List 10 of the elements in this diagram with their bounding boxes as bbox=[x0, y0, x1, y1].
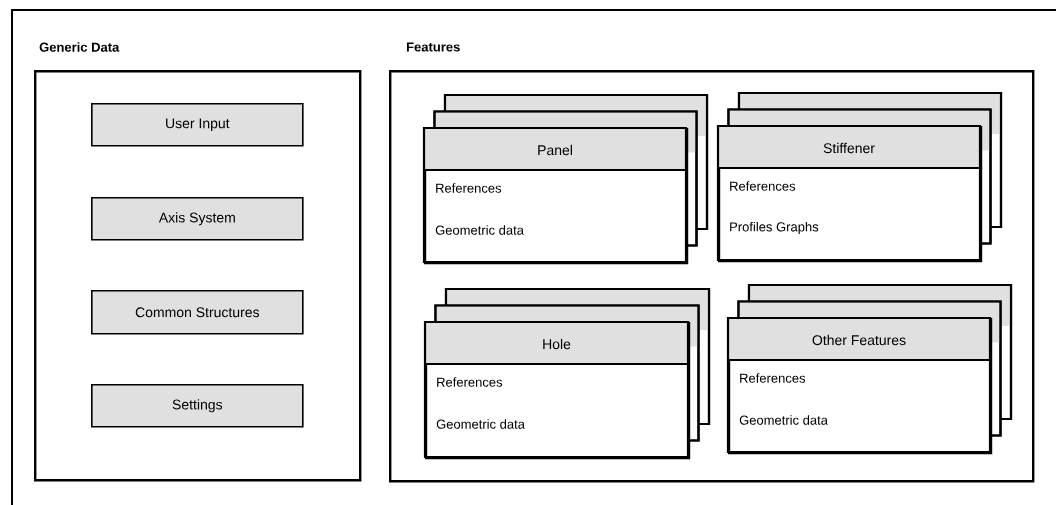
item-box: Settings bbox=[91, 384, 304, 428]
item-box: Axis System bbox=[91, 197, 304, 241]
feature-card: Panel References Geometric data bbox=[422, 126, 689, 265]
feature-card: Other Features References Geometric data bbox=[726, 316, 993, 455]
node-label: Features bbox=[406, 42, 460, 52]
node-label: Generic Data bbox=[39, 42, 120, 52]
item-box: Common Structures bbox=[91, 290, 304, 335]
item-box: User Input bbox=[91, 103, 304, 147]
feature-card: Hole References Geometric data bbox=[423, 320, 691, 460]
feature-card: Stiffener References Profiles Graphs bbox=[716, 124, 983, 263]
